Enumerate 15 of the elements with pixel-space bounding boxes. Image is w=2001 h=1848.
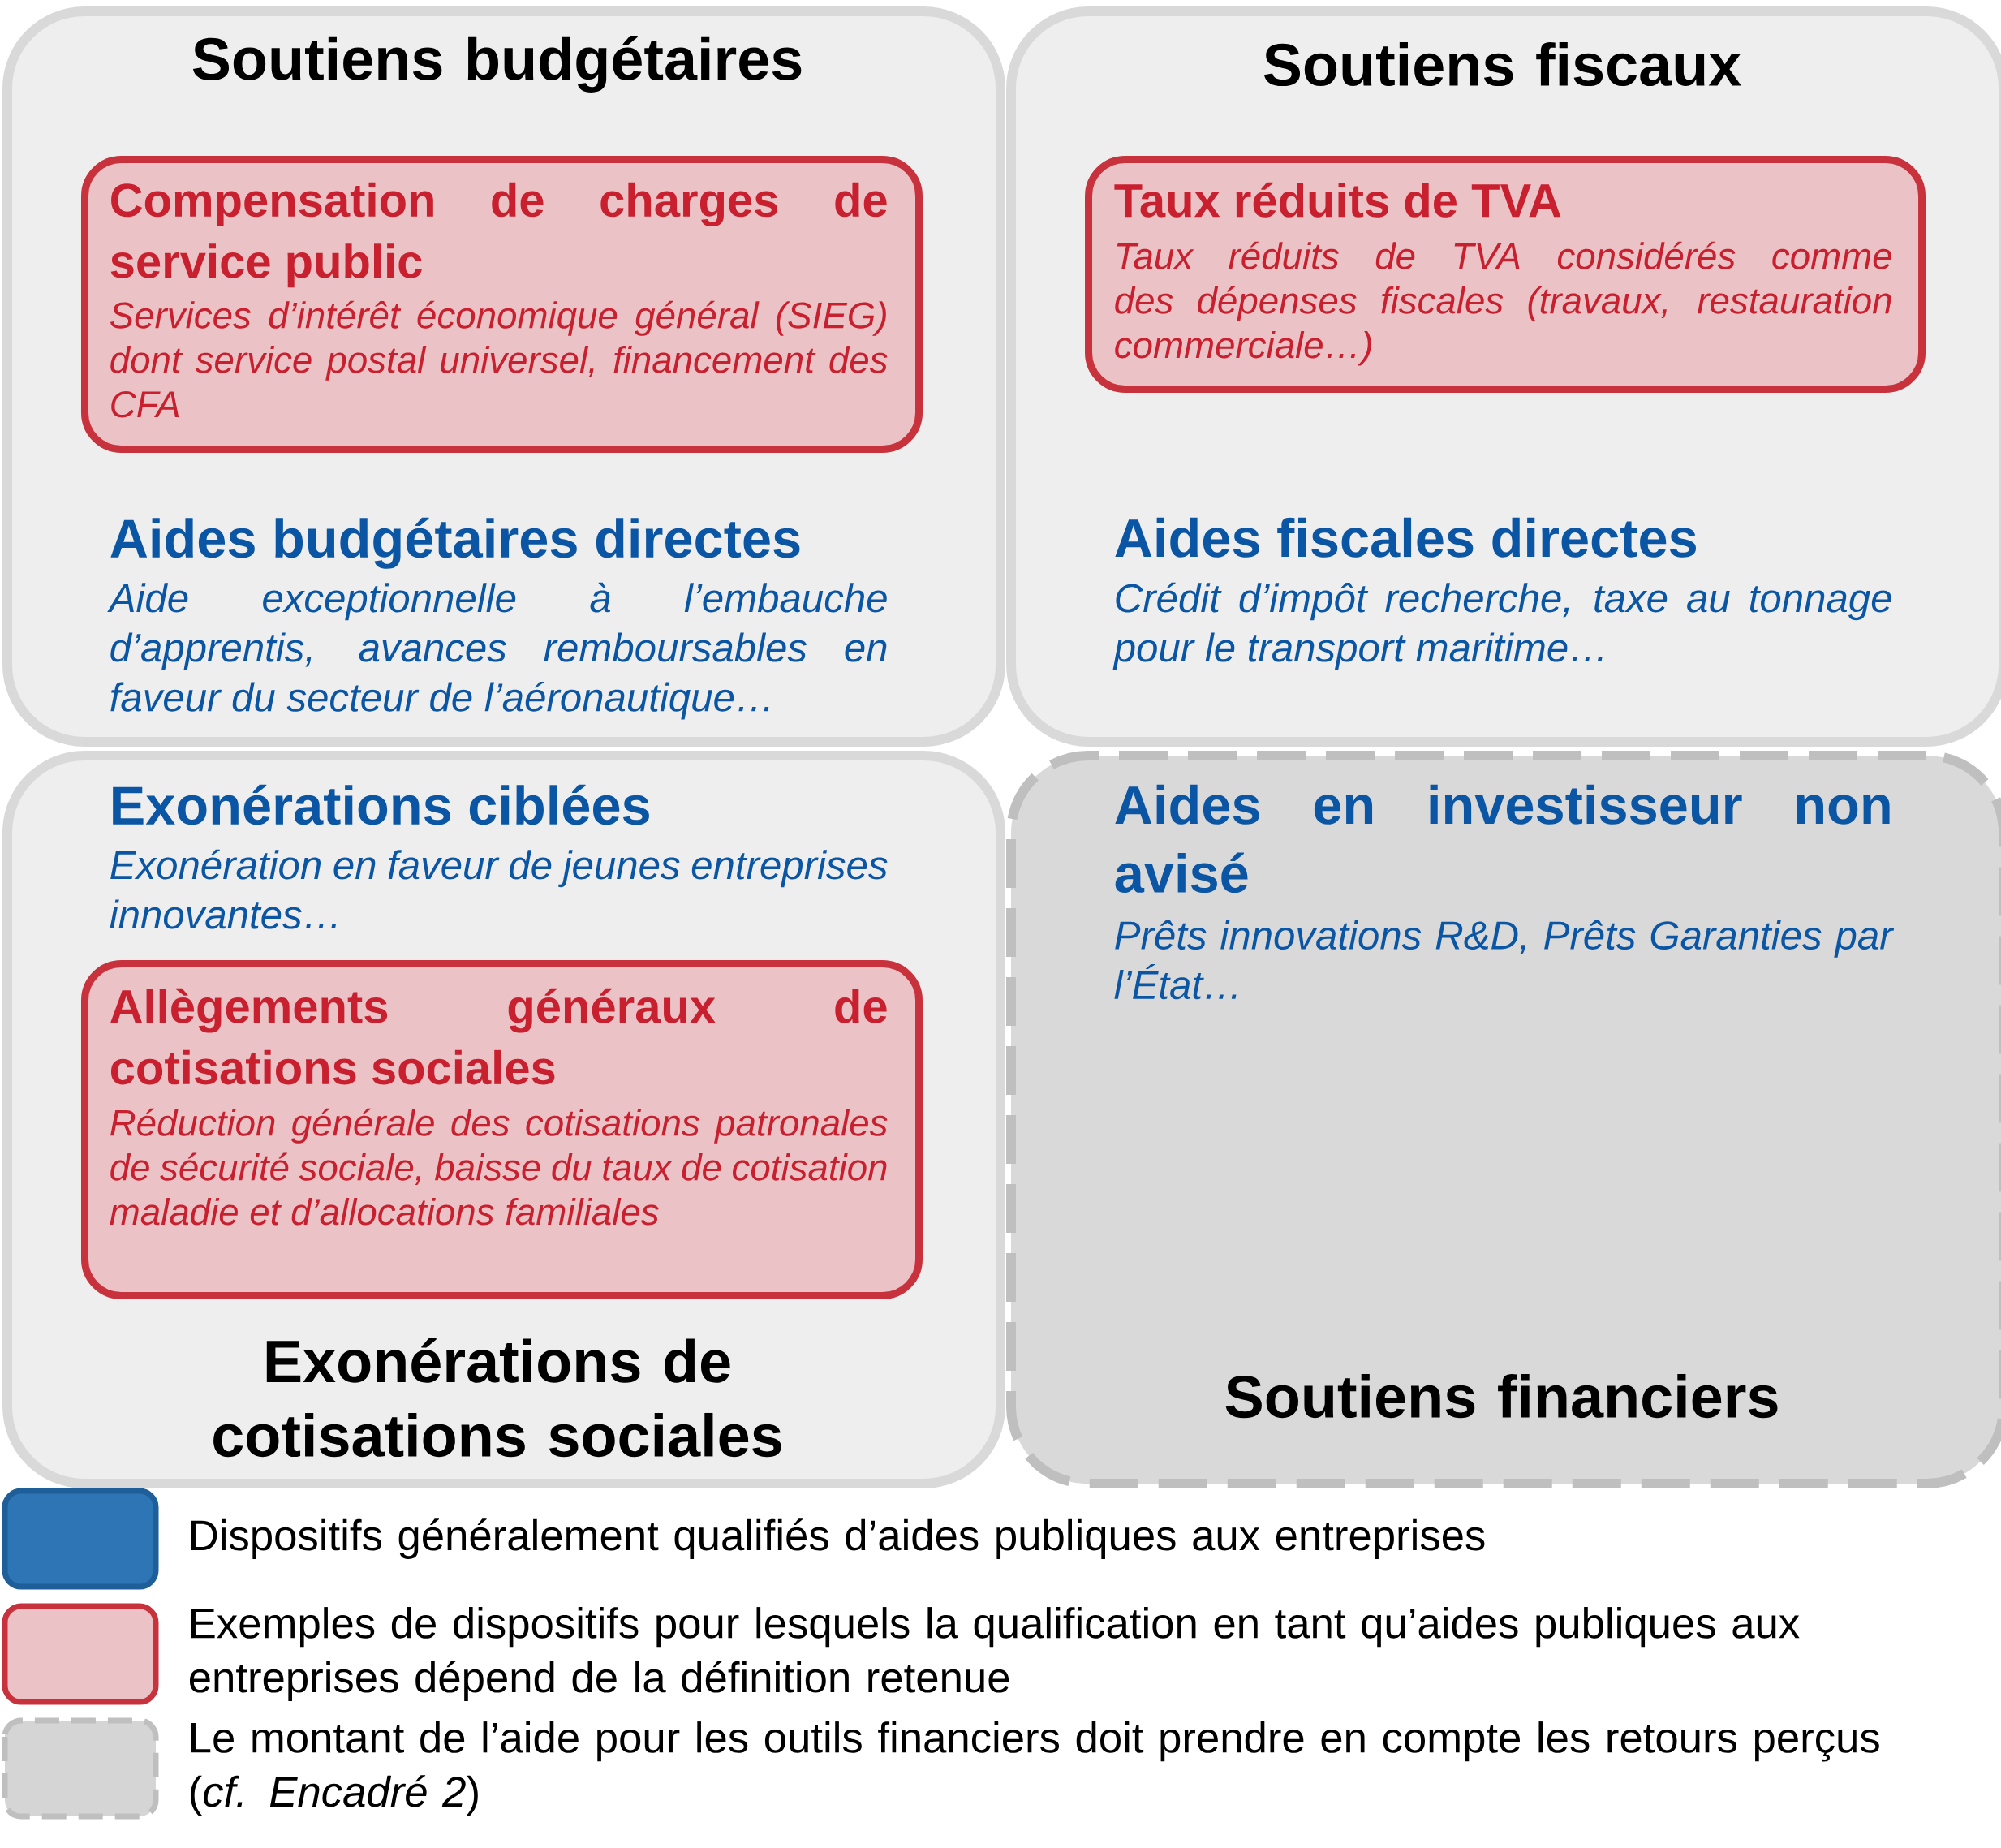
description: Services d’intérêt économique général (SIEG) dont service postal universel, financement des CFA — [110, 300, 888, 418]
description: Aide exceptionnelle à l’embauche d’apprentis, avances remboursables en faveur du secteur de l’aéronautique… — [107, 582, 887, 720]
example-box — [81, 960, 923, 1300]
category-heading: Aides budgétaires directes — [110, 517, 800, 569]
description: Réduction générale des cotisations patronales de sécurité sociale, baisse du taux de cotisation maladie et d’allocations familiales — [110, 1108, 888, 1226]
description: Exonération en faveur de jeunes entreprises innovantes… — [110, 849, 888, 929]
legend-text: Le montant de l’aide pour les outils financiers doit prendre en compte les retours perçus (cf. Encadré 2) — [190, 1721, 1879, 1816]
panel-title: Exonérations de cotisations sociales — [213, 1338, 781, 1458]
legend-text: Exemples de dispositifs pour lesquels la qualification en tant qu’aides publiques aux entreprises dépend de la définition retenue — [189, 1607, 1800, 1701]
panel-title: Soutiens budgétaires — [192, 36, 802, 93]
category-heading: Exonérations ciblées — [113, 784, 649, 825]
example-heading: Compensation de charges de service public — [110, 182, 887, 288]
example-box — [81, 156, 923, 453]
legend-text: Dispositifs généralement qualifiés d’aides publiques aux entreprises — [191, 1518, 1485, 1559]
example-heading: Allègements généraux de cotisations sociales — [110, 988, 887, 1085]
